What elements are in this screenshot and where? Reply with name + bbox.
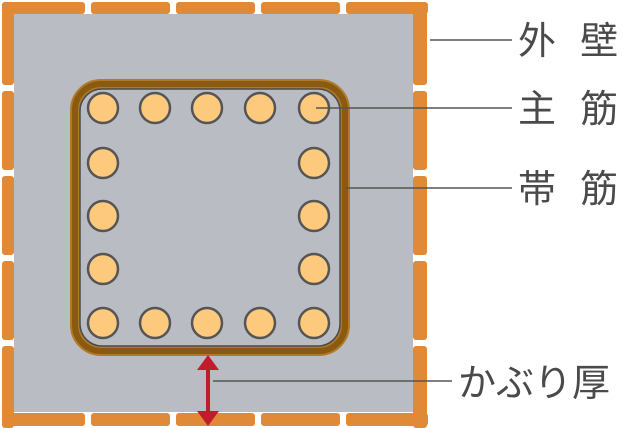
main-rebar	[243, 306, 277, 340]
main-rebar	[243, 91, 277, 125]
main-rebar	[297, 146, 331, 180]
wall-tile-top	[91, 2, 170, 14]
label-outer-wall: 外 壁	[518, 19, 624, 63]
wall-tile-bottom	[176, 413, 255, 426]
label-cover-thickness: かぶり厚	[458, 361, 610, 405]
wall-tile-top	[2, 2, 85, 14]
wall-tile-left	[2, 176, 14, 255]
cover-arrow	[197, 355, 219, 426]
wall-tile-bottom	[91, 413, 170, 426]
wall-tile-right	[413, 261, 427, 340]
hoop-inner-line	[79, 88, 341, 347]
wall-tile-top	[346, 2, 428, 14]
wall-tile-right	[413, 2, 427, 85]
wall-tile-bottom	[261, 413, 340, 426]
wall-tile-top	[176, 2, 255, 14]
main-rebar	[86, 146, 120, 180]
wall-tile-left	[2, 346, 14, 428]
wall-tile-left	[2, 2, 14, 85]
main-rebar	[138, 306, 172, 340]
wall-tile-top	[261, 2, 340, 14]
wall-tile-right	[413, 91, 427, 170]
wall-tile-bottom	[346, 413, 428, 426]
wall-tile-bottom	[2, 413, 85, 426]
label-main-rebar: 主 筋	[518, 87, 624, 131]
main-rebar	[297, 252, 331, 286]
main-rebar	[86, 252, 120, 286]
wall-tile-left	[2, 261, 14, 340]
main-rebar	[297, 306, 331, 340]
main-rebar	[86, 91, 120, 125]
wall-tile-right	[413, 176, 427, 255]
main-rebars	[86, 91, 331, 340]
main-rebar	[297, 199, 331, 233]
wall-tile-right	[413, 346, 427, 428]
main-rebar	[86, 199, 120, 233]
outer-wall	[2, 2, 428, 428]
main-rebar	[138, 91, 172, 125]
wall-tile-left	[2, 91, 14, 170]
main-rebar	[190, 91, 224, 125]
hoop-rebar	[72, 81, 348, 354]
main-rebar	[190, 306, 224, 340]
label-hoop: 帯 筋	[518, 167, 624, 211]
main-rebar	[86, 306, 120, 340]
